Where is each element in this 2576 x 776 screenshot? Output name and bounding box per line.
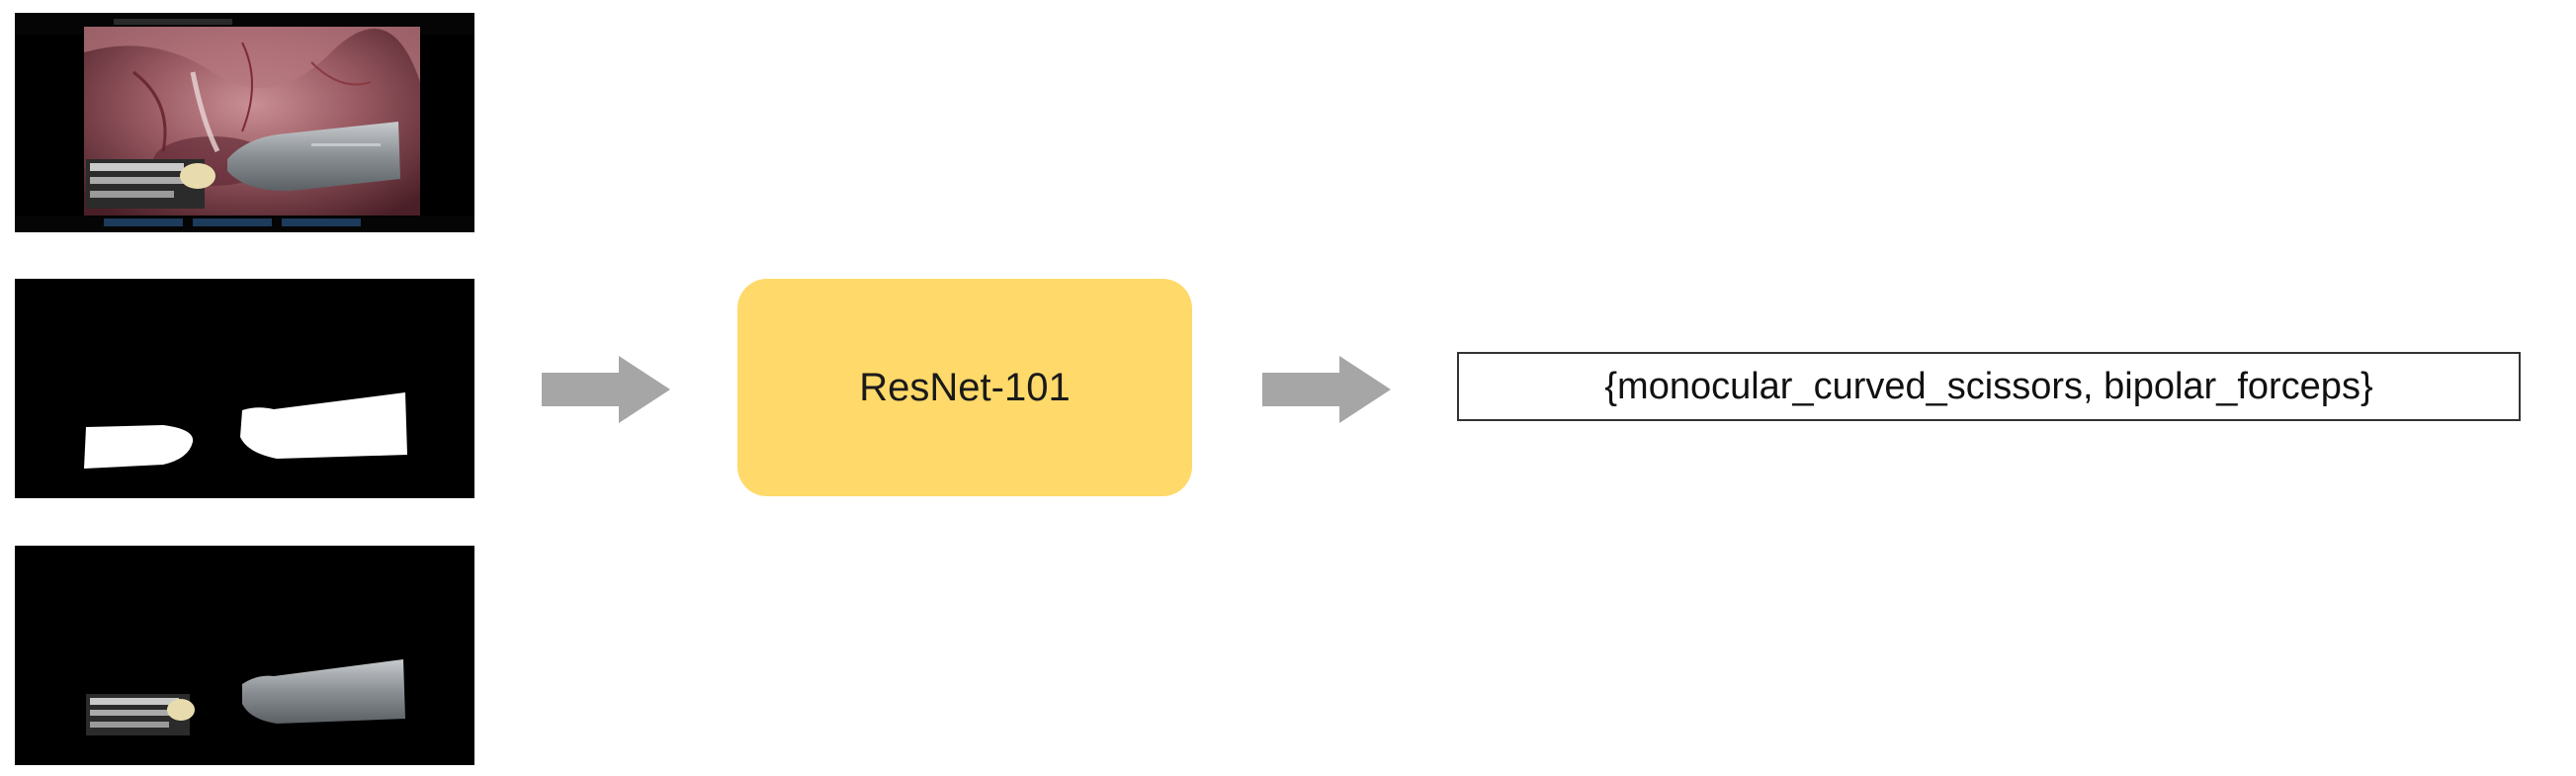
resnet-model-block: ResNet-101 [737,279,1192,496]
model-label: ResNet-101 [859,365,1071,409]
binary-mask-image [15,279,474,498]
output-labels-box: {monocular_curved_scissors, bipolar_forc… [1457,352,2521,421]
surgical-frame-image [15,13,474,232]
masked-frame-image [15,546,474,765]
surgical-frame-graphic [15,13,474,232]
output-labels-text: {monocular_curved_scissors, bipolar_forc… [1604,365,2373,407]
binary-mask-graphic [84,392,407,469]
arrow-right-icon [1262,356,1391,423]
arrow-right-icon [542,356,670,423]
masked-frame-graphic [86,659,405,735]
